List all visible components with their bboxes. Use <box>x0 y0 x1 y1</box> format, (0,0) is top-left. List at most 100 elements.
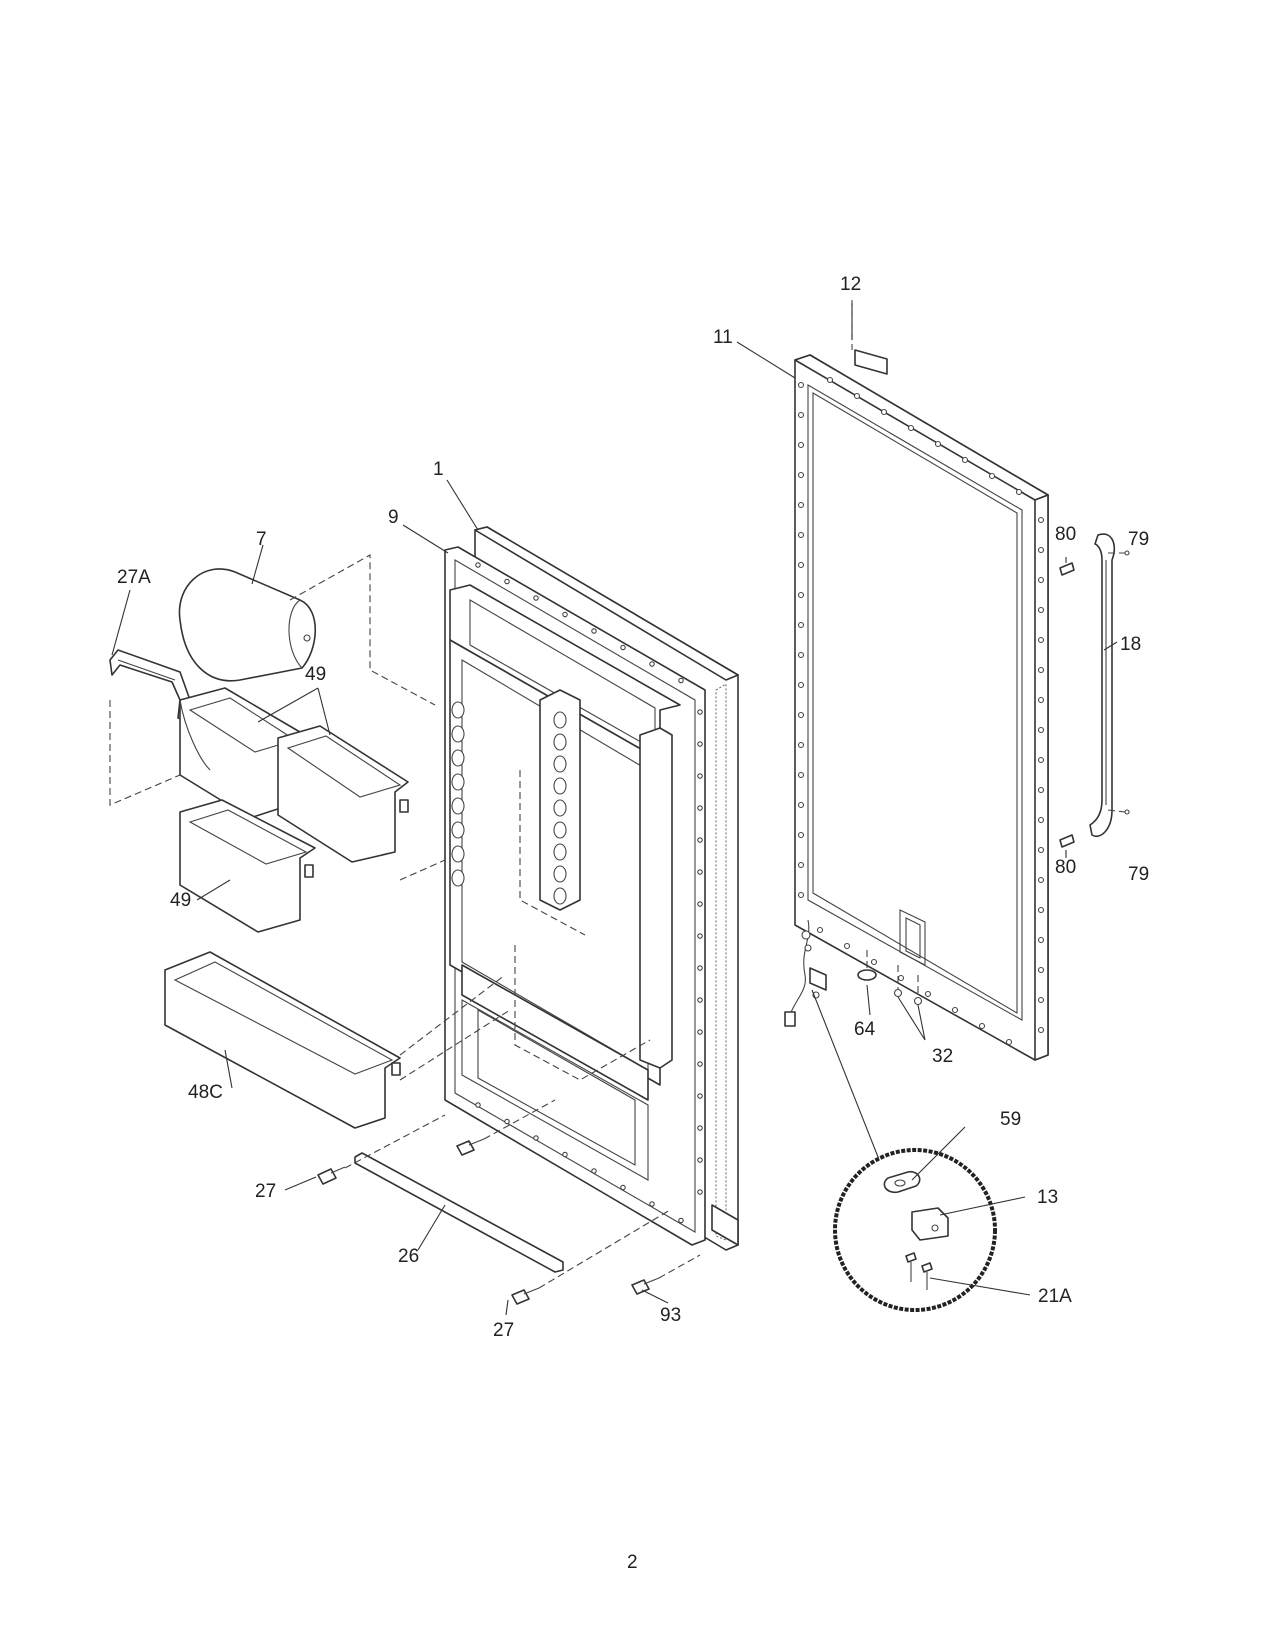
liner-hole <box>697 1093 703 1099</box>
screw-hole <box>1037 546 1045 554</box>
screw-hole <box>797 861 805 869</box>
liner-hole <box>697 1029 703 1035</box>
shelf-dimple <box>553 887 567 905</box>
screw-hole <box>1037 906 1045 914</box>
screw-hole <box>978 1022 986 1030</box>
screw-hole <box>826 376 834 384</box>
screw-hole <box>1037 696 1045 704</box>
liner-hole <box>649 1201 655 1207</box>
shelf-dimple <box>553 865 567 883</box>
screw-hole <box>843 942 851 950</box>
screw-hole <box>797 891 805 899</box>
liner-hole <box>697 1061 703 1067</box>
screw-hole <box>934 440 942 448</box>
screw-hole <box>1037 636 1045 644</box>
callout-labels: 1 9 7 27A 49 49 48C 27 26 27 93 11 12 80… <box>117 274 1149 1341</box>
shelf-dimple <box>451 797 465 815</box>
screw-hole <box>797 831 805 839</box>
liner-hole <box>697 901 703 907</box>
screw-hole <box>797 591 805 599</box>
outer-door-panel <box>784 354 1049 1061</box>
screw-hole <box>797 381 805 389</box>
screw-hole <box>797 471 805 479</box>
screw-hole <box>797 771 805 779</box>
screw-hole <box>797 561 805 569</box>
screw-hole <box>1037 666 1045 674</box>
dairy-cover <box>178 568 317 682</box>
liner-hole <box>562 611 568 618</box>
shelf-dimple <box>553 711 567 729</box>
callout-27-bottom: 27 <box>493 1320 514 1341</box>
callout-18: 18 <box>1120 634 1141 655</box>
callout-48c: 48C <box>188 1082 223 1103</box>
liner-hole <box>533 1135 539 1141</box>
screw-hole <box>880 408 888 416</box>
callout-93: 93 <box>660 1305 681 1326</box>
screw-hole <box>1037 786 1045 794</box>
shelf-dimple <box>451 869 465 887</box>
shelf-dimple <box>553 733 567 751</box>
liner-hole <box>649 661 655 667</box>
callout-7: 7 <box>256 529 267 550</box>
screw-hole <box>988 472 996 480</box>
screw-hole <box>1037 576 1045 584</box>
liner-hole <box>591 628 597 634</box>
callout-79-top: 79 <box>1128 529 1149 550</box>
screw-hole <box>1037 846 1045 854</box>
screw-hole <box>1037 1026 1045 1034</box>
hinge-detail-inset <box>811 989 997 1312</box>
page-number: 2 <box>627 1552 638 1573</box>
callout-1: 1 <box>433 459 444 480</box>
liner-hole <box>697 773 703 779</box>
liner-hole <box>697 965 703 971</box>
shelf-dimple <box>451 725 465 743</box>
liner-hole <box>475 1102 481 1108</box>
screw-hole <box>1037 756 1045 764</box>
liner-hole <box>697 1125 703 1131</box>
screw-hole <box>1005 1038 1013 1046</box>
screw-hole <box>797 801 805 809</box>
callout-80-top: 80 <box>1055 524 1076 545</box>
screws <box>317 1138 660 1305</box>
shelf-strip <box>354 1152 564 1273</box>
shelf-dimple <box>451 773 465 791</box>
callout-27-left: 27 <box>255 1181 276 1202</box>
liner-hole <box>697 1157 703 1163</box>
screw-hole <box>1037 936 1045 944</box>
screw-hole <box>1037 996 1045 1004</box>
callout-13: 13 <box>1037 1187 1058 1208</box>
liner-hole <box>620 644 626 651</box>
shelf-dimple <box>553 799 567 817</box>
liner-hole <box>678 677 684 684</box>
screw-hole <box>797 531 805 539</box>
liner-hole <box>697 805 703 811</box>
liner-hole <box>678 1217 684 1224</box>
screw-hole <box>797 651 805 659</box>
screw-hole <box>1037 966 1045 974</box>
door-bin-upper-right <box>277 725 409 863</box>
callout-11: 11 <box>713 327 733 348</box>
shelf-dimple <box>553 755 567 773</box>
callout-27a: 27A <box>117 567 151 588</box>
callout-32: 32 <box>932 1046 953 1067</box>
screw-hole <box>797 621 805 629</box>
callout-49-bottom: 49 <box>170 890 191 911</box>
callout-80-bottom: 80 <box>1055 857 1076 878</box>
screw-hole <box>797 441 805 449</box>
liner-hole <box>504 1118 510 1125</box>
callout-79-bottom: 79 <box>1128 864 1149 885</box>
screw-hole <box>951 1006 959 1014</box>
shelf-dimple <box>553 821 567 839</box>
liner-hole <box>591 1168 597 1174</box>
door-bin-lower <box>179 799 316 933</box>
liner-hole <box>697 1189 703 1195</box>
callout-59: 59 <box>1000 1109 1021 1130</box>
liner-hole <box>533 595 539 601</box>
screw-hole <box>797 741 805 749</box>
door-handle <box>1059 533 1130 848</box>
callout-49-top: 49 <box>305 664 326 685</box>
screw-hole <box>853 392 861 400</box>
liner-hole <box>697 741 703 747</box>
leader-lines <box>111 303 1118 1316</box>
